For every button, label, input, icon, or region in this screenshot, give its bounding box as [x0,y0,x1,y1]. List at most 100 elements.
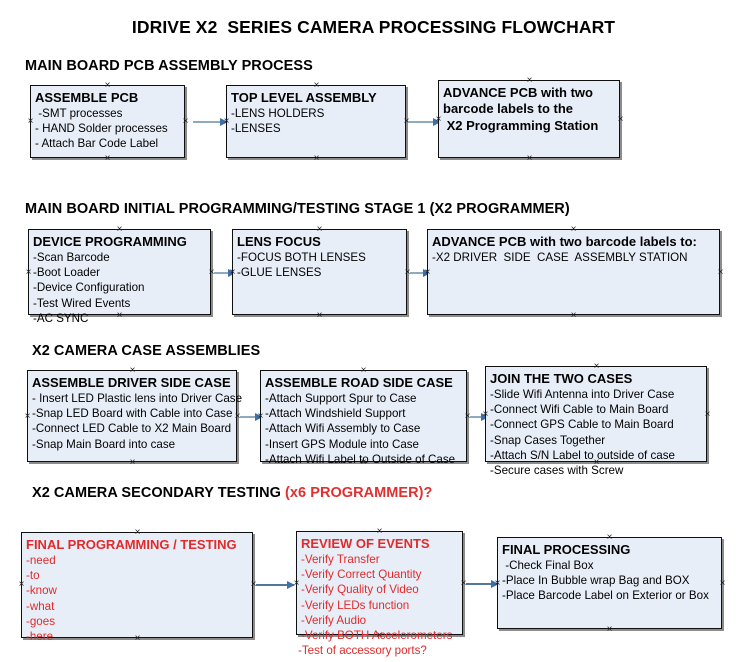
node-line: -AC SYNC [33,311,89,325]
connector-handle[interactable] [23,412,32,421]
node-assemble-pcb[interactable]: ASSEMBLE PCB -SMT processes - HAND Solde… [30,85,185,158]
node-line: -Boot Loader [33,266,101,280]
node-line: -Device Configuration [33,281,145,295]
connector-handle[interactable] [315,311,324,320]
section-heading-text: MAIN BOARD PCB ASSEMBLY PROCESS [25,58,313,74]
node-line: -Check Final Box [502,559,594,573]
node-line: -LENS HOLDERS [231,107,325,121]
node-lens-focus[interactable]: LENS FOCUS -FOCUS BOTH LENSES -GLUE LENS… [232,229,407,315]
connector-handle[interactable] [256,412,265,421]
node-line: -Attach S/N Label to outside of case [490,448,675,462]
connector-handle[interactable] [26,117,35,126]
node-line: -Verify Quality of Video [301,583,419,597]
connector-handle[interactable] [222,117,231,126]
node-line: -Attach Windshield Support [265,407,406,421]
node-final-programming-testing[interactable]: FINAL PROGRAMMING / TESTING -need -to -k… [21,532,253,643]
connector-handle[interactable] [17,580,26,589]
node-top-level-assembly[interactable]: TOP LEVEL ASSEMBLY -LENS HOLDERS -LENSES [226,85,406,158]
connector-handle[interactable] [103,81,112,90]
node-line: -X2 DRIVER SIDE CASE ASSEMBLY STATION [432,251,688,265]
node-line: -Secure cases with Screw [490,463,624,477]
node-title: ASSEMBLE PCB [35,90,139,105]
connector-handle[interactable] [181,117,190,126]
node-line-overflow: -Test of accessory ports? [298,643,427,657]
node-line: -Connect Wifi Cable to Main Board [490,403,669,417]
node-title: ASSEMBLE ROAD SIDE CASE [265,375,453,390]
node-title-line-3: X2 Programming Station [443,117,599,133]
connector-handle[interactable] [375,527,384,536]
node-device-programming[interactable]: DEVICE PROGRAMMING -Scan Barcode -Boot L… [28,229,211,325]
section-heading-text: X2 CAMERA CASE ASSEMBLIES [32,343,261,359]
connector-handle[interactable] [133,528,142,537]
connector-handle[interactable] [493,579,502,588]
connector-handle[interactable] [434,115,443,124]
connector-handle[interactable] [375,631,384,640]
connector-handle[interactable] [716,268,725,277]
connector-handle[interactable] [359,366,368,375]
connector-handle[interactable] [423,268,432,277]
connector-handle[interactable] [616,115,625,124]
node-final-processing[interactable]: FINAL PROCESSING -Check Final Box -Place… [497,537,722,629]
connector-handle[interactable] [292,579,301,588]
node-title: ADVANCE PCB with two [443,85,593,100]
node-line: -goes [26,614,56,628]
connector-handle[interactable] [525,154,534,163]
connector-handle[interactable] [128,366,137,375]
connector-handle[interactable] [312,81,321,90]
node-line: -Attach Support Spur to Case [265,392,417,406]
connector-handle[interactable] [115,311,124,320]
node-title: TOP LEVEL ASSEMBLY [231,90,377,105]
node-title: DEVICE PROGRAMMING [33,234,187,249]
node-title: LENS FOCUS [237,234,321,249]
connector-handle[interactable] [115,225,124,234]
node-line: - HAND Solder processes [35,122,168,136]
connector-handle[interactable] [481,410,490,419]
connector-handle[interactable] [24,268,33,277]
arrow-head-icon [287,580,295,589]
node-line: -Snap Main Board into case [32,437,176,451]
section-heading-text: X2 CAMERA SECONDARY TESTING [32,485,286,501]
connector-handle[interactable] [569,225,578,234]
node-review-of-events[interactable]: REVIEW OF EVENTS -Verify Transfer -Verif… [296,531,463,657]
node-line: -Verify Transfer [301,553,380,567]
section-heading-accent: (x6 PROGRAMMER)? [285,485,433,501]
node-line: -what [26,599,55,613]
connector-handle[interactable] [592,458,601,467]
connector-handle[interactable] [605,533,614,542]
connector-handle[interactable] [605,625,614,634]
node-line: -FOCUS BOTH LENSES [237,251,366,265]
node-line: -Connect GPS Cable to Main Board [490,418,674,432]
node-title: REVIEW OF EVENTS [301,536,430,551]
node-assemble-driver-side-case[interactable]: ASSEMBLE DRIVER SIDE CASE - Insert LED P… [27,370,242,462]
node-advance-pcb-to-driver-side-case-assembly[interactable]: ADVANCE PCB with two barcode labels to: … [427,229,720,315]
connector-handle[interactable] [228,268,237,277]
page-title: IDRIVE X2 SERIES CAMERA PROCESSING FLOWC… [131,17,616,37]
node-line: -Scan Barcode [33,251,110,265]
node-line: -Verify LEDs function [301,598,410,612]
connector-handle[interactable] [312,154,321,163]
node-title: FINAL PROGRAMMING / TESTING [26,537,237,552]
connector-handle[interactable] [525,76,534,85]
node-advance-pcb-to-x2-programming-station[interactable]: ADVANCE PCB with two barcode labels to t… [438,80,620,158]
connector-handle[interactable] [703,410,712,419]
section-heading-x2-camera-secondary-testing: X2 CAMERA SECONDARY TESTING (x6 PROGRAMM… [32,485,432,501]
node-title: ADVANCE PCB with two barcode labels to: [432,234,697,249]
connector-handle[interactable] [103,154,112,163]
node-join-the-two-cases[interactable]: JOIN THE TWO CASES -Slide Wifi Antenna i… [485,366,707,477]
connector-handle[interactable] [128,458,137,467]
node-line: -Place Barcode Label on Exterior or Box [502,589,709,603]
connector-handle[interactable] [592,362,601,371]
node-line: -know [26,584,57,598]
node-line: - Attach Bar Code Label [35,137,159,151]
connector-handle[interactable] [133,634,142,643]
connector-handle[interactable] [359,458,368,467]
node-assemble-road-side-case[interactable]: ASSEMBLE ROAD SIDE CASE -Attach Support … [260,370,467,466]
node-line: -Slide Wifi Antenna into Driver Case [490,388,675,402]
connector-handle[interactable] [315,225,324,234]
node-line: -Attach Wifi Assembly to Case [265,422,421,436]
connector-handle[interactable] [718,579,727,588]
connector-handle[interactable] [569,311,578,320]
section-heading-x2-camera-case-assemblies: X2 CAMERA CASE ASSEMBLIES [32,343,260,359]
node-line: -Connect LED Cable to X2 Main Board [32,422,232,436]
